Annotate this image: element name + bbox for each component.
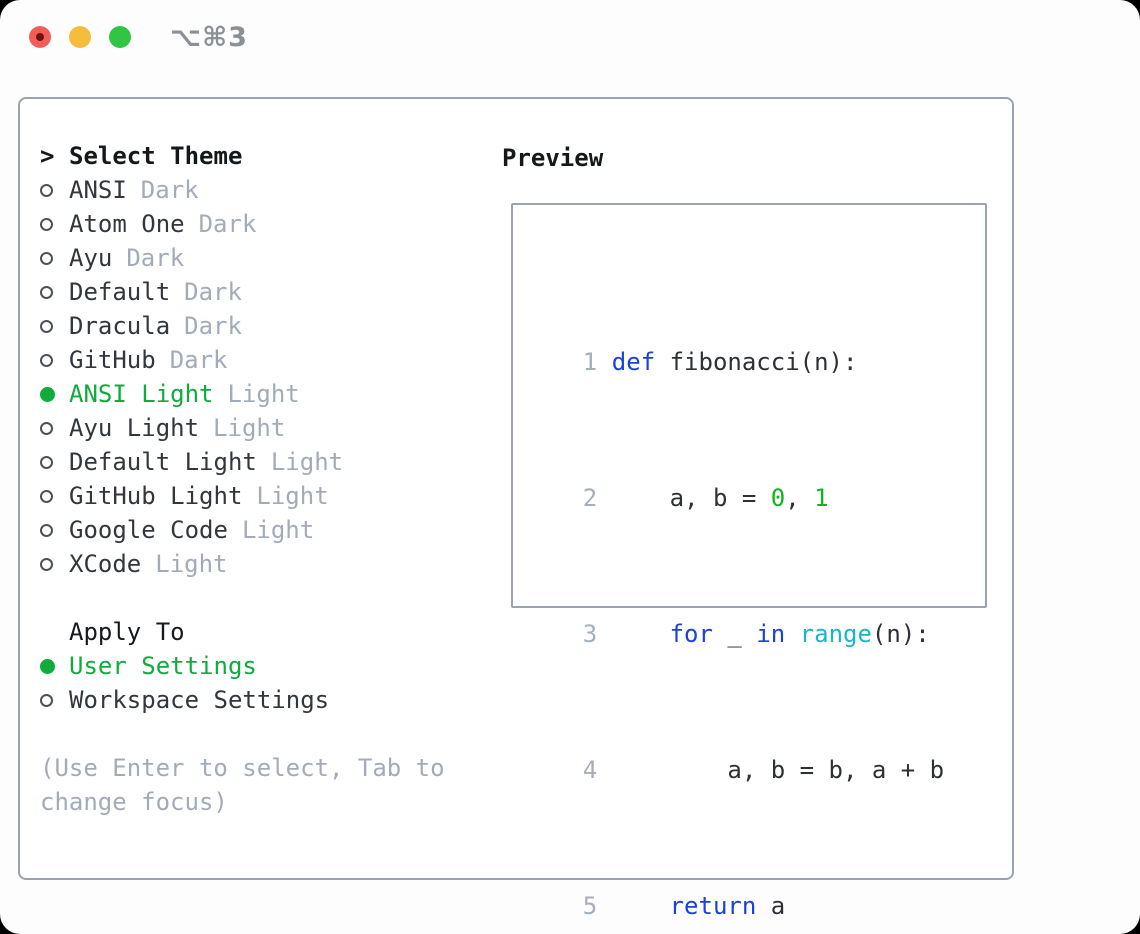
apply-option-label: Workspace Settings (69, 686, 330, 714)
preview-title: Preview (502, 144, 604, 172)
theme-row[interactable]: Default Light Light (40, 445, 445, 479)
theme-variant-badge: Light (270, 448, 344, 476)
theme-name: GitHub Light (69, 482, 243, 510)
theme-name: Google Code (69, 516, 228, 544)
theme-row[interactable]: Google Code Light (40, 513, 445, 547)
code-line: 4 a, b = b, a + b (525, 719, 1002, 784)
theme-name: ANSI Light (69, 380, 214, 408)
line-number: 2 (582, 484, 598, 512)
theme-row[interactable]: GitHub Light Light (40, 479, 445, 513)
line-content: a, b = b, a + b (611, 756, 945, 784)
theme-name: GitHub (69, 346, 156, 374)
line-content: def fibonacci(n): (611, 348, 858, 376)
line-content: return a (669, 892, 786, 920)
theme-name: Atom One (69, 210, 185, 238)
help-line: change focus) (40, 788, 228, 816)
radio-icon (40, 421, 53, 435)
apply-option-row[interactable]: User Settings (40, 649, 445, 683)
radio-icon (40, 353, 53, 367)
theme-row[interactable]: Ayu Light Light (40, 411, 445, 445)
radio-icon (40, 251, 53, 265)
theme-variant-badge: Dark (169, 346, 228, 374)
line-content: for _ in range(n): (669, 620, 930, 648)
theme-variant-badge: Dark (184, 312, 242, 340)
cursor-marker: > (40, 142, 69, 170)
theme-variant-badge: Light (241, 516, 315, 544)
theme-row[interactable]: Atom One Dark (40, 207, 445, 241)
radio-icon (40, 319, 53, 333)
caret-icon: > (40, 142, 55, 170)
radio-icon (40, 557, 53, 571)
theme-name: Default Light (69, 448, 257, 476)
theme-variant-badge: Light (155, 550, 228, 578)
theme-variant-badge: Light (227, 380, 300, 408)
theme-variant-badge: Light (256, 482, 329, 510)
line-number: 4 (582, 756, 598, 784)
radio-icon (40, 183, 53, 197)
theme-name: Ayu (69, 244, 113, 272)
theme-row[interactable]: ANSI Dark (40, 173, 445, 207)
line-content: a, b = 0, 1 (611, 484, 829, 512)
theme-row[interactable]: XCode Light (40, 547, 445, 581)
radio-icon (40, 455, 53, 469)
theme-name: ANSI (69, 176, 127, 204)
radio-icon (40, 693, 53, 707)
radio-icon (40, 217, 53, 231)
close-button[interactable] (29, 26, 51, 48)
theme-variant-badge: Dark (126, 244, 185, 272)
minimize-button[interactable] (69, 26, 91, 48)
theme-name: Ayu Light (69, 414, 200, 442)
radio-icon (40, 658, 55, 674)
theme-variant-badge: Dark (198, 210, 257, 238)
theme-list-header: > Select Theme (40, 139, 445, 173)
apply-to-header: Apply To (40, 615, 445, 649)
theme-row[interactable]: Default Dark (40, 275, 445, 309)
apply-to-title: Apply To (69, 618, 185, 646)
theme-list-title: Select Theme (69, 142, 243, 170)
theme-variant-badge: Dark (140, 176, 199, 204)
line-number: 1 (582, 348, 598, 376)
line-number: 5 (582, 892, 598, 920)
theme-row[interactable]: ANSI Light Light (40, 377, 445, 411)
code-line: 5 return a (525, 855, 1002, 920)
apply-to-section: Apply To User Settings Workspace Setting… (40, 615, 445, 717)
theme-variant-badge: Dark (184, 278, 242, 306)
help-line: (Use Enter to select, Tab to (40, 754, 445, 782)
radio-icon (40, 386, 55, 402)
code-preview: 1 def fibonacci(n): 2 a, b = 0, 1 3 for _… (525, 243, 1002, 934)
radio-icon (40, 523, 53, 537)
radio-icon (40, 489, 53, 503)
help-text: (Use Enter to select, Tab to change focus… (40, 751, 445, 819)
preview-box: 1 def fibonacci(n): 2 a, b = 0, 1 3 for _… (511, 203, 987, 920)
theme-list: ANSI Dark Atom One Dark Ayu Dark Default… (40, 173, 445, 581)
titlebar: ⌥⌘3 (0, 0, 1140, 75)
code-line: 1 def fibonacci(n): (525, 311, 1002, 376)
theme-name: Default (69, 278, 171, 306)
traffic-lights (29, 26, 131, 48)
theme-row[interactable]: Dracula Dark (40, 309, 445, 343)
window-shortcut-label: ⌥⌘3 (170, 22, 248, 53)
zoom-button[interactable] (109, 26, 131, 48)
theme-selector-panel: > Select Theme ANSI Dark Atom One Dark A… (18, 97, 1014, 920)
apply-option-row[interactable]: Workspace Settings (40, 683, 445, 717)
theme-variant-badge: Light (213, 414, 286, 442)
theme-list-column: > Select Theme ANSI Dark Atom One Dark A… (40, 139, 445, 819)
apply-option-label: User Settings (69, 652, 257, 680)
theme-row[interactable]: Ayu Dark (40, 241, 445, 275)
theme-name: XCode (69, 550, 142, 578)
code-line: 2 a, b = 0, 1 (525, 447, 1002, 512)
line-number: 3 (582, 620, 598, 648)
code-line: 3 for _ in range(n): (525, 583, 1002, 648)
theme-name: Dracula (69, 312, 171, 340)
apply-to-options: User Settings Workspace Settings (40, 649, 445, 717)
theme-row[interactable]: GitHub Dark (40, 343, 445, 377)
radio-icon (40, 285, 53, 299)
